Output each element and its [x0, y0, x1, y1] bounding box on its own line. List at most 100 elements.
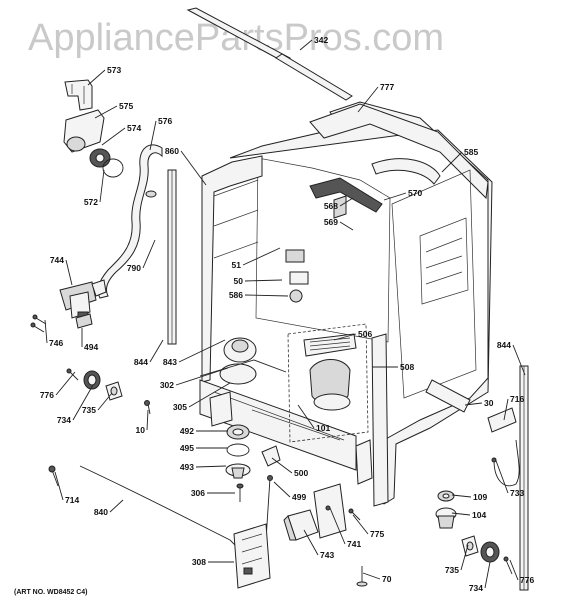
part-label-840[interactable]: 840 [94, 507, 108, 517]
part-label-508[interactable]: 508 [400, 362, 414, 372]
part-label-101[interactable]: 101 [316, 423, 330, 433]
leader-586 [244, 294, 289, 297]
leader-51 [242, 247, 281, 266]
tub-assembly [199, 101, 493, 507]
leader-746 [44, 319, 48, 344]
part-label-494[interactable]: 494 [84, 342, 98, 352]
part-734-right-ring [480, 541, 500, 563]
leader-790 [142, 239, 156, 269]
part-109-ring [437, 490, 455, 502]
part-label-716[interactable]: 716 [510, 394, 524, 404]
leader-775 [352, 514, 369, 535]
part-label-306[interactable]: 306 [191, 488, 205, 498]
part-495-gasket [226, 443, 250, 457]
part-label-586[interactable]: 586 [229, 290, 243, 300]
part-label-568[interactable]: 568 [324, 201, 338, 211]
part-label-746[interactable]: 746 [49, 338, 63, 348]
leader-568 [339, 197, 354, 207]
part-10-screw [144, 400, 151, 415]
leader-506 [333, 333, 357, 341]
part-label-569[interactable]: 569 [324, 217, 338, 227]
part-733-cable [491, 439, 520, 487]
part-label-843[interactable]: 843 [163, 357, 177, 367]
part-844-right-strip [519, 365, 529, 591]
watermark: AppliancePartsPros.com [28, 17, 444, 59]
part-499-rod [265, 475, 273, 541]
part-label-104[interactable]: 104 [472, 510, 486, 520]
part-label-10[interactable]: 10 [136, 425, 146, 435]
part-label-574[interactable]: 574 [127, 123, 141, 133]
leader-734b [484, 561, 491, 589]
leader-500 [271, 457, 293, 474]
part-714-screw [48, 465, 59, 487]
part-label-776a[interactable]: 776 [40, 390, 54, 400]
part-label-860[interactable]: 860 [165, 146, 179, 156]
part-label-109[interactable]: 109 [473, 492, 487, 502]
leader-860 [180, 150, 207, 186]
part-574-gear [89, 148, 111, 168]
leader-844b [512, 344, 526, 376]
part-776-right-screw [503, 556, 513, 575]
leader-104 [451, 512, 471, 516]
part-label-575[interactable]: 575 [119, 101, 133, 111]
part-label-585[interactable]: 585 [464, 147, 478, 157]
leader-576 [149, 120, 157, 151]
leader-741 [329, 507, 346, 545]
part-label-714[interactable]: 714 [65, 495, 79, 505]
part-label-775[interactable]: 775 [370, 529, 384, 539]
part-label-735b[interactable]: 735 [445, 565, 459, 575]
part-label-741[interactable]: 741 [347, 539, 361, 549]
leader-569 [339, 221, 354, 231]
part-716-latch [487, 407, 517, 433]
part-label-844a[interactable]: 844 [134, 357, 148, 367]
part-label-342[interactable]: 342 [314, 35, 328, 45]
leader-305 [188, 382, 231, 408]
part-label-777[interactable]: 777 [380, 82, 394, 92]
part-label-51[interactable]: 51 [232, 260, 242, 270]
part-label-570[interactable]: 570 [408, 188, 422, 198]
part-label-744[interactable]: 744 [50, 255, 64, 265]
part-label-305[interactable]: 305 [173, 402, 187, 412]
art-number: (ART NO. WD8452 C4) [14, 589, 88, 596]
leader-109 [451, 494, 472, 498]
part-308-board [233, 523, 271, 589]
part-492-seal [226, 424, 250, 440]
part-label-743[interactable]: 743 [320, 550, 334, 560]
part-label-495[interactable]: 495 [180, 443, 194, 453]
part-label-499[interactable]: 499 [292, 492, 306, 502]
leader-735b [460, 544, 469, 571]
part-306-shaft [236, 483, 244, 502]
part-label-776b[interactable]: 776 [520, 575, 534, 585]
leader-493 [195, 465, 227, 468]
part-label-506[interactable]: 506 [358, 329, 372, 339]
part-label-733[interactable]: 733 [510, 488, 524, 498]
leader-575 [94, 105, 118, 119]
part-label-492[interactable]: 492 [180, 426, 194, 436]
leader-844a [149, 339, 164, 363]
part-label-734b[interactable]: 734 [469, 583, 483, 593]
part-label-493[interactable]: 493 [180, 462, 194, 472]
part-label-735a[interactable]: 735 [82, 405, 96, 415]
part-840-cable [79, 465, 239, 549]
part-labels: 342 573 575 574 576 572 777 860 585 570 568 569 790 7… [40, 35, 535, 593]
part-label-30[interactable]: 30 [484, 398, 494, 408]
part-label-500[interactable]: 500 [294, 468, 308, 478]
leader-840 [109, 499, 124, 513]
part-label-308[interactable]: 308 [192, 557, 206, 567]
leader-574 [101, 127, 126, 146]
part-label-576[interactable]: 576 [158, 116, 172, 126]
leader-585 [441, 151, 463, 173]
part-label-844b[interactable]: 844 [497, 340, 511, 350]
part-label-734a[interactable]: 734 [57, 415, 71, 425]
part-label-70[interactable]: 70 [382, 574, 392, 584]
part-573-bracket [64, 79, 93, 111]
part-label-50[interactable]: 50 [234, 276, 244, 286]
part-label-572[interactable]: 572 [84, 197, 98, 207]
leader-716 [503, 398, 509, 421]
part-label-790[interactable]: 790 [127, 263, 141, 273]
part-label-573[interactable]: 573 [107, 65, 121, 75]
leader-50 [244, 279, 283, 282]
leader-342 [299, 39, 313, 51]
part-label-302[interactable]: 302 [160, 380, 174, 390]
part-743-module [283, 509, 319, 541]
